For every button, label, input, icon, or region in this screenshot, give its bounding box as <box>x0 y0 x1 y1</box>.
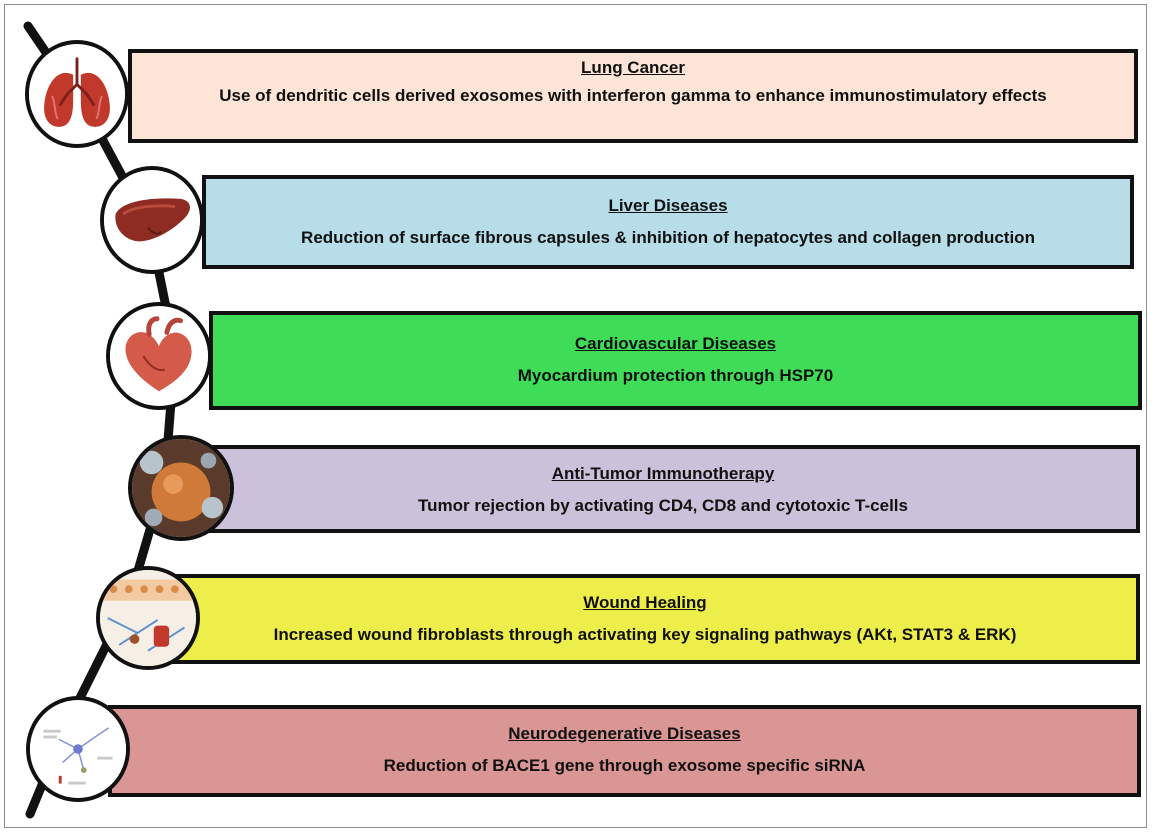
panel-cardiovascular-diseases: Cardiovascular Diseases Myocardium prote… <box>209 311 1142 410</box>
panel-title: Lung Cancer <box>581 58 685 77</box>
panel-neurodegenerative-diseases: Neurodegenerative Diseases Reduction of … <box>108 705 1141 797</box>
panel-description: Reduction of surface fibrous capsules & … <box>301 228 1035 247</box>
panel-wound-healing: Wound Healing Increased wound fibroblast… <box>150 574 1140 664</box>
panel-liver-diseases: Liver Diseases Reduction of surface fibr… <box>202 175 1134 269</box>
panel-title: Anti-Tumor Immunotherapy <box>551 464 775 483</box>
panel-lung-cancer: Lung Cancer Use of dendritic cells deriv… <box>128 49 1138 143</box>
panel-anti-tumor-immunotherapy: Anti-Tumor Immunotherapy Tumor rejection… <box>186 445 1140 533</box>
panel-title: Liver Diseases <box>608 196 728 215</box>
neuron-network-icon <box>26 696 130 802</box>
panel-title: Wound Healing <box>583 593 707 612</box>
heart-icon <box>106 302 212 410</box>
panel-title: Neurodegenerative Diseases <box>508 724 741 743</box>
panel-description: Increased wound fibroblasts through acti… <box>273 625 1017 644</box>
figure-frame <box>4 4 1147 828</box>
wound-tissue-icon <box>96 566 200 670</box>
panel-description: Use of dendritic cells derived exosomes … <box>219 86 1047 105</box>
liver-icon <box>100 166 204 274</box>
lungs-icon <box>25 40 129 148</box>
panel-description: Myocardium protection through HSP70 <box>517 366 834 385</box>
panel-description: Tumor rejection by activating CD4, CD8 a… <box>418 496 908 515</box>
panel-title: Cardiovascular Diseases <box>574 334 777 353</box>
tumor-cell-icon <box>128 435 234 541</box>
panel-description: Reduction of BACE1 gene through exosome … <box>383 756 866 775</box>
